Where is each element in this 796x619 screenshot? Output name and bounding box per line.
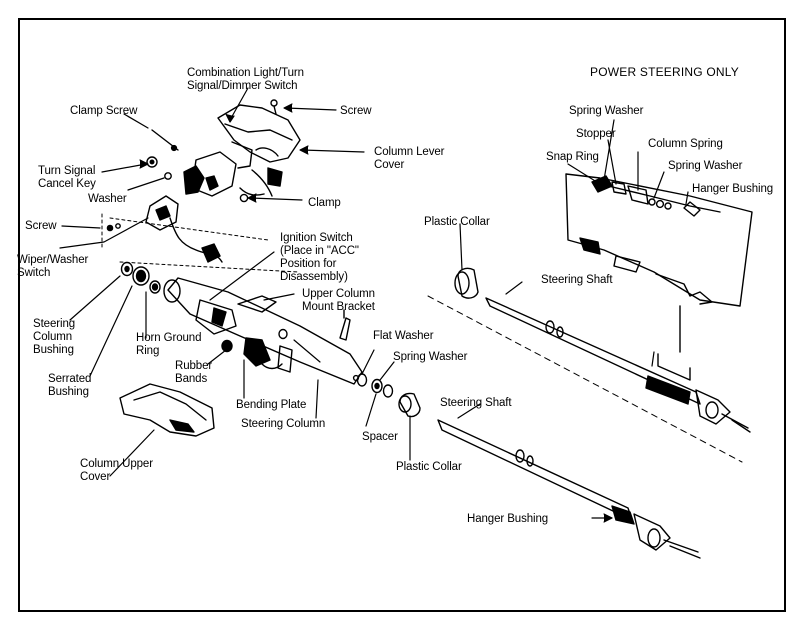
label-horn-ground-ring: Horn Ground Ring (136, 332, 202, 357)
label-rubber-bands: Rubber Bands (175, 360, 213, 385)
label-steering-shaft-top: Steering Shaft (541, 274, 613, 286)
label-wiper-washer-switch: Wiper/Washer Switch (17, 254, 89, 279)
label-steering-shaft-bottom: Steering Shaft (440, 397, 512, 409)
label-spring-washer-right: Spring Washer (668, 160, 743, 172)
steering-column-drawing (163, 277, 363, 385)
dashed-separator (427, 295, 743, 463)
leader-lines (59, 87, 689, 523)
label-stopper: Stopper (576, 128, 616, 140)
label-column-spring: Column Spring (648, 138, 723, 150)
label-plastic-collar-top: Plastic Collar (424, 216, 490, 228)
power-steering-housing (565, 173, 753, 353)
wiper-switch-drawing (106, 195, 223, 263)
label-steering-column-bushing: Steering Column Bushing (33, 318, 76, 356)
label-bending-plate: Bending Plate (236, 399, 307, 411)
label-washer: Washer (88, 193, 127, 205)
steering-shaft-lower (437, 419, 701, 559)
label-upper-column-mount-bracket: Upper Column Mount Bracket (302, 288, 375, 313)
label-turn-signal-cancel-key: Turn Signal Cancel Key (38, 165, 96, 190)
label-flat-washer: Flat Washer (373, 330, 434, 342)
label-column-lever-cover: Column Lever Cover (374, 146, 445, 171)
label-clamp-screw: Clamp Screw (70, 105, 138, 117)
label-screw-top: Screw (340, 105, 372, 117)
label-spring-washer-mid: Spring Washer (393, 351, 468, 363)
small-fasteners-left (146, 129, 249, 203)
label-hanger-bushing-right: Hanger Bushing (692, 183, 774, 195)
label-ignition-switch: Ignition Switch (Place in "ACC" Position… (280, 232, 359, 283)
alignment-lines-left (101, 213, 299, 273)
label-hanger-bushing-bottom: Hanger Bushing (467, 513, 549, 525)
column-upper-cover-drawing (119, 383, 215, 437)
label-steering-column: Steering Column (241, 418, 326, 430)
label-screw-left: Screw (25, 220, 57, 232)
label-spacer: Spacer (362, 431, 398, 443)
combination-switch-drawing (183, 99, 301, 197)
label-combination-switch: Combination Light/Turn Signal/Dimmer Swi… (187, 67, 304, 92)
bushings-rings (120, 261, 288, 353)
power-steering-only-heading: POWER STEERING ONLY (590, 65, 739, 79)
washers-collar-center (356, 373, 421, 418)
label-spring-washer-top: Spring Washer (569, 105, 644, 117)
label-clamp: Clamp (308, 197, 341, 209)
label-plastic-collar-bottom: Plastic Collar (396, 461, 462, 473)
steering-shaft-upper (454, 267, 751, 433)
label-snap-ring: Snap Ring (546, 151, 599, 163)
label-serrated-bushing: Serrated Bushing (48, 373, 92, 398)
label-column-upper-cover: Column Upper Cover (80, 458, 153, 483)
